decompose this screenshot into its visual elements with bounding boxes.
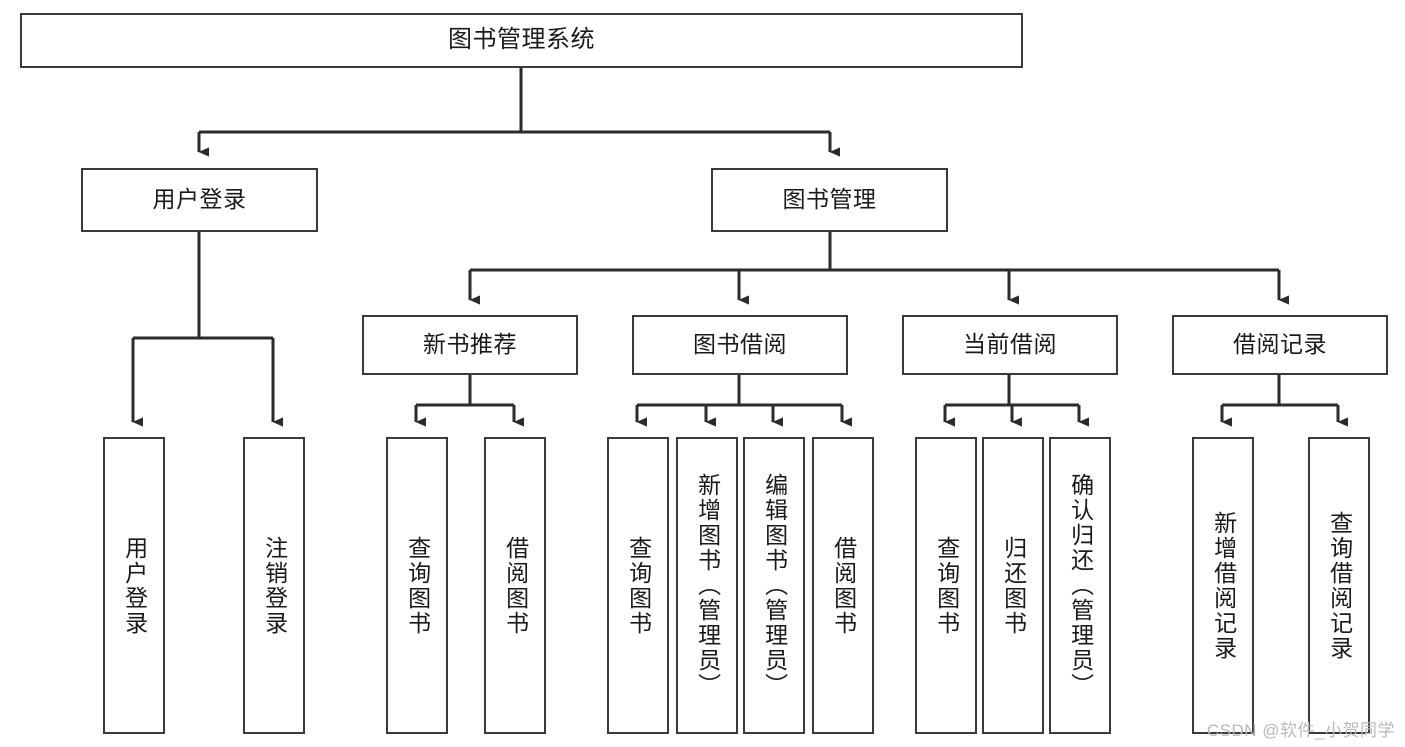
leaf-confirm-return-label: 确认归还（管理员） <box>1067 473 1094 698</box>
node-current-borrow[interactable]: 当前借阅 <box>902 315 1118 375</box>
leaf-logout[interactable]: 注销登录 <box>243 437 305 734</box>
node-new-book-recommend[interactable]: 新书推荐 <box>362 315 578 375</box>
leaf-add-record-label: 新增借阅记录 <box>1210 510 1237 661</box>
leaf-edit-book[interactable]: 编辑图书（管理员） <box>743 437 805 734</box>
node-root[interactable]: 图书管理系统 <box>20 13 1023 68</box>
watermark: CSDN @软件_小贺同学 <box>1206 721 1395 740</box>
node-book-borrow-label: 图书借阅 <box>693 331 787 358</box>
node-book-manage-label: 图书管理 <box>782 186 877 213</box>
node-book-manage[interactable]: 图书管理 <box>711 168 948 232</box>
leaf-add-record[interactable]: 新增借阅记录 <box>1192 437 1254 734</box>
leaf-add-book[interactable]: 新增图书（管理员） <box>676 437 738 734</box>
leaf-query-book-3[interactable]: 查询图书 <box>915 437 977 734</box>
leaf-query-book-3-label: 查询图书 <box>933 535 960 636</box>
leaf-query-book-1[interactable]: 查询图书 <box>386 437 448 734</box>
leaf-query-book-2-label: 查询图书 <box>625 535 652 636</box>
leaf-user-login[interactable]: 用户登录 <box>103 437 165 734</box>
node-book-borrow[interactable]: 图书借阅 <box>632 315 848 375</box>
leaf-edit-book-label: 编辑图书（管理员） <box>761 473 788 698</box>
leaf-return-book-label: 归还图书 <box>1000 535 1027 636</box>
leaf-borrow-book-2-label: 借阅图书 <box>830 535 857 636</box>
leaf-borrow-book-2[interactable]: 借阅图书 <box>812 437 874 734</box>
leaf-borrow-book-1[interactable]: 借阅图书 <box>484 437 546 734</box>
leaf-query-book-1-label: 查询图书 <box>404 535 431 636</box>
leaf-logout-label: 注销登录 <box>261 535 288 636</box>
node-new-book-recommend-label: 新书推荐 <box>423 331 517 358</box>
node-current-borrow-label: 当前借阅 <box>963 331 1057 358</box>
leaf-add-book-label: 新增图书（管理员） <box>694 473 721 698</box>
leaf-query-record[interactable]: 查询借阅记录 <box>1308 437 1370 734</box>
leaf-confirm-return[interactable]: 确认归还（管理员） <box>1049 437 1111 734</box>
node-user-login-label: 用户登录 <box>152 186 247 213</box>
leaf-query-record-label: 查询借阅记录 <box>1326 510 1353 661</box>
leaf-borrow-book-1-label: 借阅图书 <box>502 535 529 636</box>
node-borrow-record-label: 借阅记录 <box>1233 331 1327 358</box>
leaf-query-book-2[interactable]: 查询图书 <box>607 437 669 734</box>
node-user-login[interactable]: 用户登录 <box>81 168 318 232</box>
node-borrow-record[interactable]: 借阅记录 <box>1172 315 1388 375</box>
leaf-user-login-label: 用户登录 <box>121 535 148 636</box>
node-root-label: 图书管理系统 <box>448 26 595 54</box>
leaf-return-book[interactable]: 归还图书 <box>982 437 1044 734</box>
